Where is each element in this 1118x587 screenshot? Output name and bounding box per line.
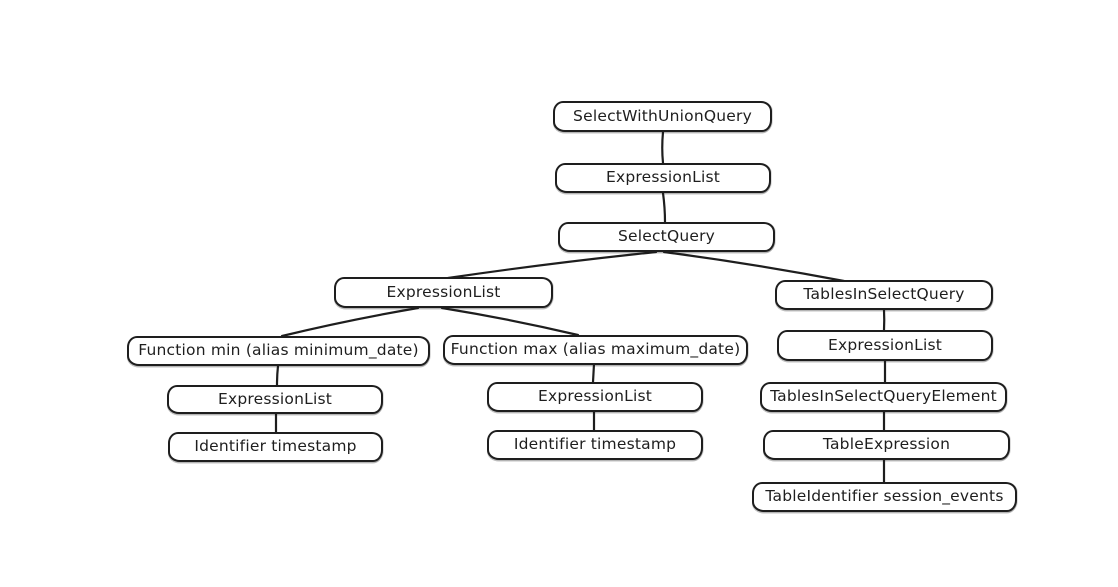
node-tables-in-select-query-element: TablesInSelectQueryElement xyxy=(760,382,1007,412)
node-expression-list-root: ExpressionList xyxy=(555,163,771,193)
tree-edge xyxy=(446,250,658,280)
node-tables-in-select-query: TablesInSelectQuery xyxy=(775,280,993,310)
node-function-max: Function max (alias maximum_date) xyxy=(443,335,748,365)
tree-edge xyxy=(280,306,420,338)
node-table-expression: TableExpression xyxy=(763,430,1010,460)
node-identifier-timestamp-min: Identifier timestamp xyxy=(168,432,383,462)
tree-edge xyxy=(661,130,665,165)
node-select-query: SelectQuery xyxy=(558,222,775,252)
node-expression-list-tables: ExpressionList xyxy=(777,330,993,361)
tree-edge xyxy=(440,306,580,337)
tree-edge xyxy=(661,191,667,224)
node-table-identifier: TableIdentifier session_events xyxy=(752,482,1017,512)
tree-edge xyxy=(275,364,280,387)
node-expression-list-max: ExpressionList xyxy=(487,382,703,412)
node-expression-list-select: ExpressionList xyxy=(334,277,553,308)
node-function-min: Function min (alias minimum_date) xyxy=(127,336,430,366)
tree-edge xyxy=(591,362,596,384)
node-identifier-timestamp-max: Identifier timestamp xyxy=(487,430,703,460)
tree-edge xyxy=(662,250,846,283)
node-expression-list-min: ExpressionList xyxy=(167,385,383,414)
node-select-with-union-query: SelectWithUnionQuery xyxy=(553,101,772,132)
